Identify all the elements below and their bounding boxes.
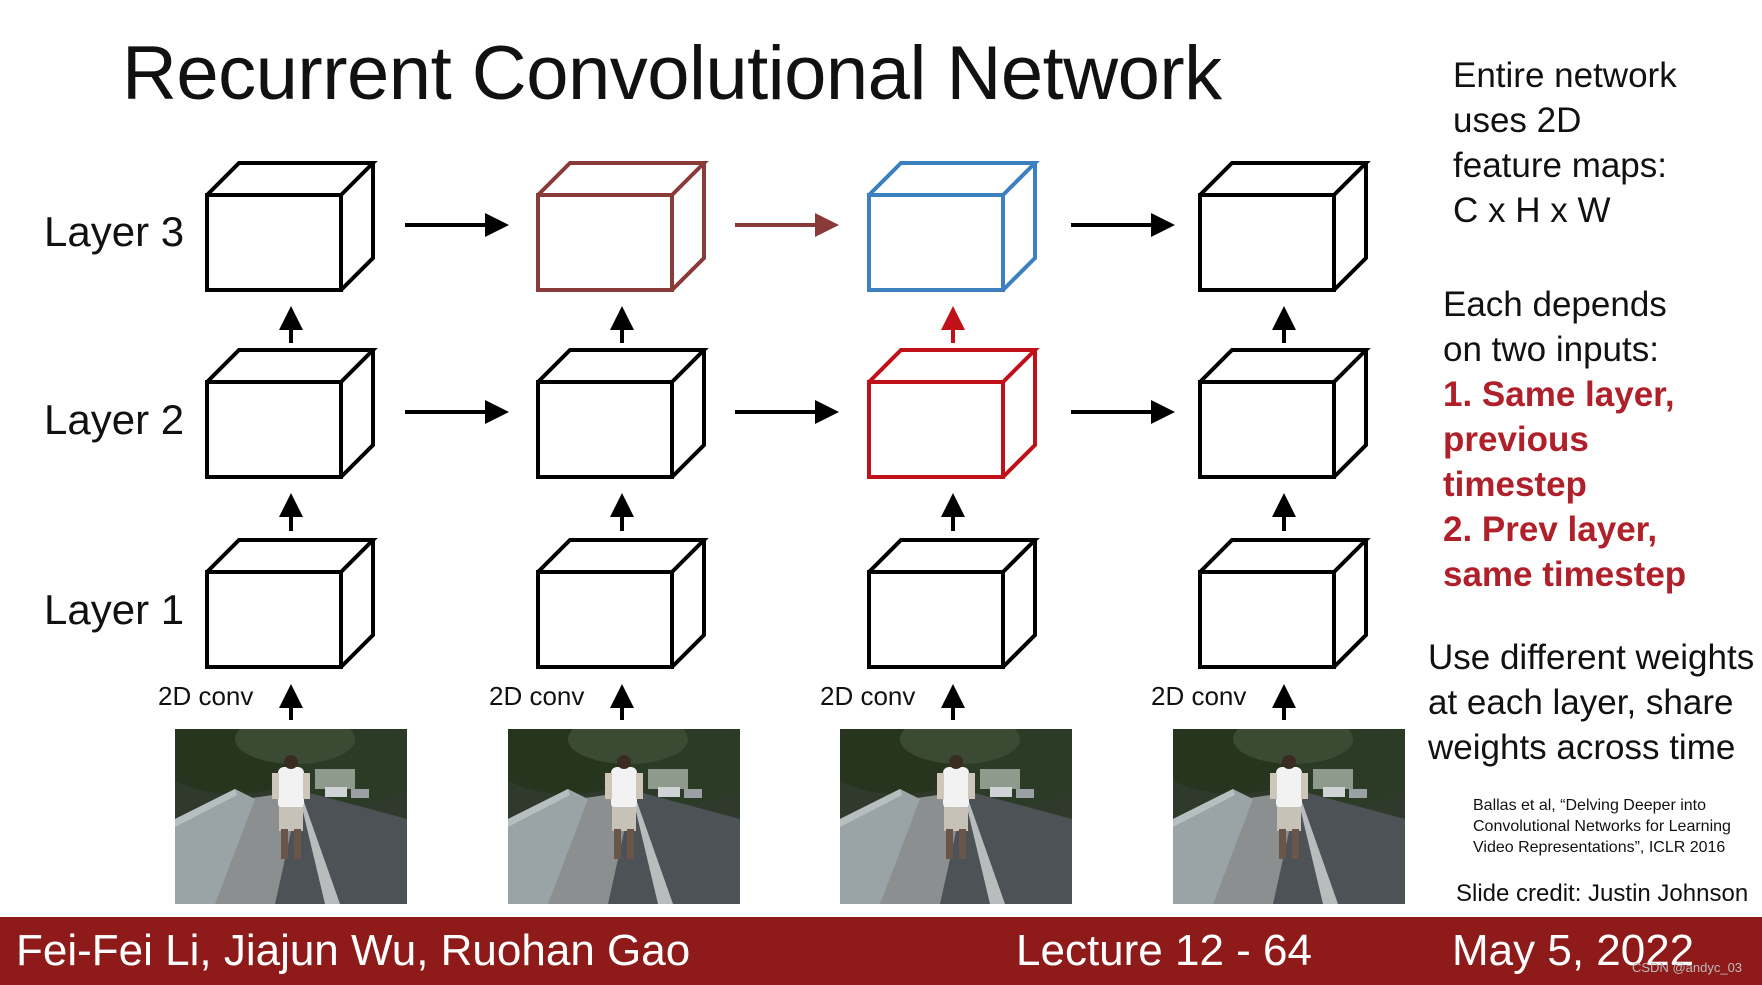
note-line: C x H x W (1453, 191, 1611, 230)
citation: Ballas et al, “Delving Deeper into Convo… (1473, 795, 1731, 858)
feature-map-box-t2-layer3 (536, 161, 709, 292)
note-weights: Use different weights at each layer, sha… (1428, 635, 1754, 770)
feature-map-box-t1-layer2 (205, 348, 378, 479)
layer-3-label: Layer 3 (44, 208, 184, 255)
conv-label-t1: 2D conv (158, 681, 253, 711)
footer-date: May 5, 2022 (1452, 926, 1695, 975)
video-frame-2 (508, 729, 740, 904)
note-line: uses 2D (1453, 101, 1582, 140)
footer-authors: Fei-Fei Li, Jiajun Wu, Ruohan Gao (16, 926, 691, 975)
feature-map-box-t3-layer3 (867, 161, 1040, 292)
feature-map-box-t4-layer1 (1198, 538, 1371, 669)
note-line: Each depends (1443, 285, 1667, 324)
footer-bar: Fei-Fei Li, Jiajun Wu, Ruohan Gao Lectur… (0, 917, 1762, 985)
feature-map-box-t3-layer2 (867, 348, 1040, 479)
video-frame-4 (1173, 729, 1405, 904)
slide-title: Recurrent Convolutional Network (122, 31, 1222, 116)
note-line: on two inputs: (1443, 330, 1659, 369)
note-line: Use different weights (1428, 638, 1755, 677)
note-line: Entire network (1453, 56, 1677, 95)
conv-label-t4: 2D conv (1151, 681, 1246, 711)
video-frame-1 (175, 729, 407, 904)
citation-line: Convolutional Networks for Learning (1473, 818, 1731, 835)
feature-map-box-t1-layer1 (205, 538, 378, 669)
conv-label-t2: 2D conv (489, 681, 584, 711)
video-frame-3 (840, 729, 1072, 904)
citation-line: Video Representations”, ICLR 2016 (1473, 839, 1726, 856)
slide-credit: Slide credit: Justin Johnson (1456, 880, 1749, 907)
watermark: CSDN @andyc_03 (1632, 960, 1743, 975)
feature-map-box-t3-layer1 (867, 538, 1040, 669)
note-item: previous (1443, 420, 1589, 459)
conv-label-t3: 2D conv (820, 681, 915, 711)
note-item: same timestep (1443, 555, 1687, 594)
feature-map-box-t4-layer2 (1198, 348, 1371, 479)
feature-map-box-t1-layer3 (205, 161, 378, 292)
footer-lecture: Lecture 12 - 64 (1016, 926, 1312, 975)
note-item: 1. Same layer, (1443, 375, 1675, 414)
layer-1-label: Layer 1 (44, 586, 184, 633)
note-line: at each layer, share (1428, 683, 1734, 722)
feature-map-box-t2-layer2 (536, 348, 709, 479)
citation-line: Ballas et al, “Delving Deeper into (1473, 797, 1707, 814)
note-line: feature maps: (1453, 146, 1667, 185)
feature-map-box-t2-layer1 (536, 538, 709, 669)
note-line: weights across time (1428, 728, 1736, 767)
note-item: timestep (1443, 465, 1587, 504)
note-two-inputs: Each depends on two inputs: 1. Same laye… (1443, 282, 1686, 597)
layer-2-label: Layer 2 (44, 396, 184, 443)
note-feature-maps: Entire network uses 2D feature maps: C x… (1453, 53, 1677, 233)
note-item: 2. Prev layer, (1443, 510, 1658, 549)
feature-map-box-t4-layer3 (1198, 161, 1371, 292)
